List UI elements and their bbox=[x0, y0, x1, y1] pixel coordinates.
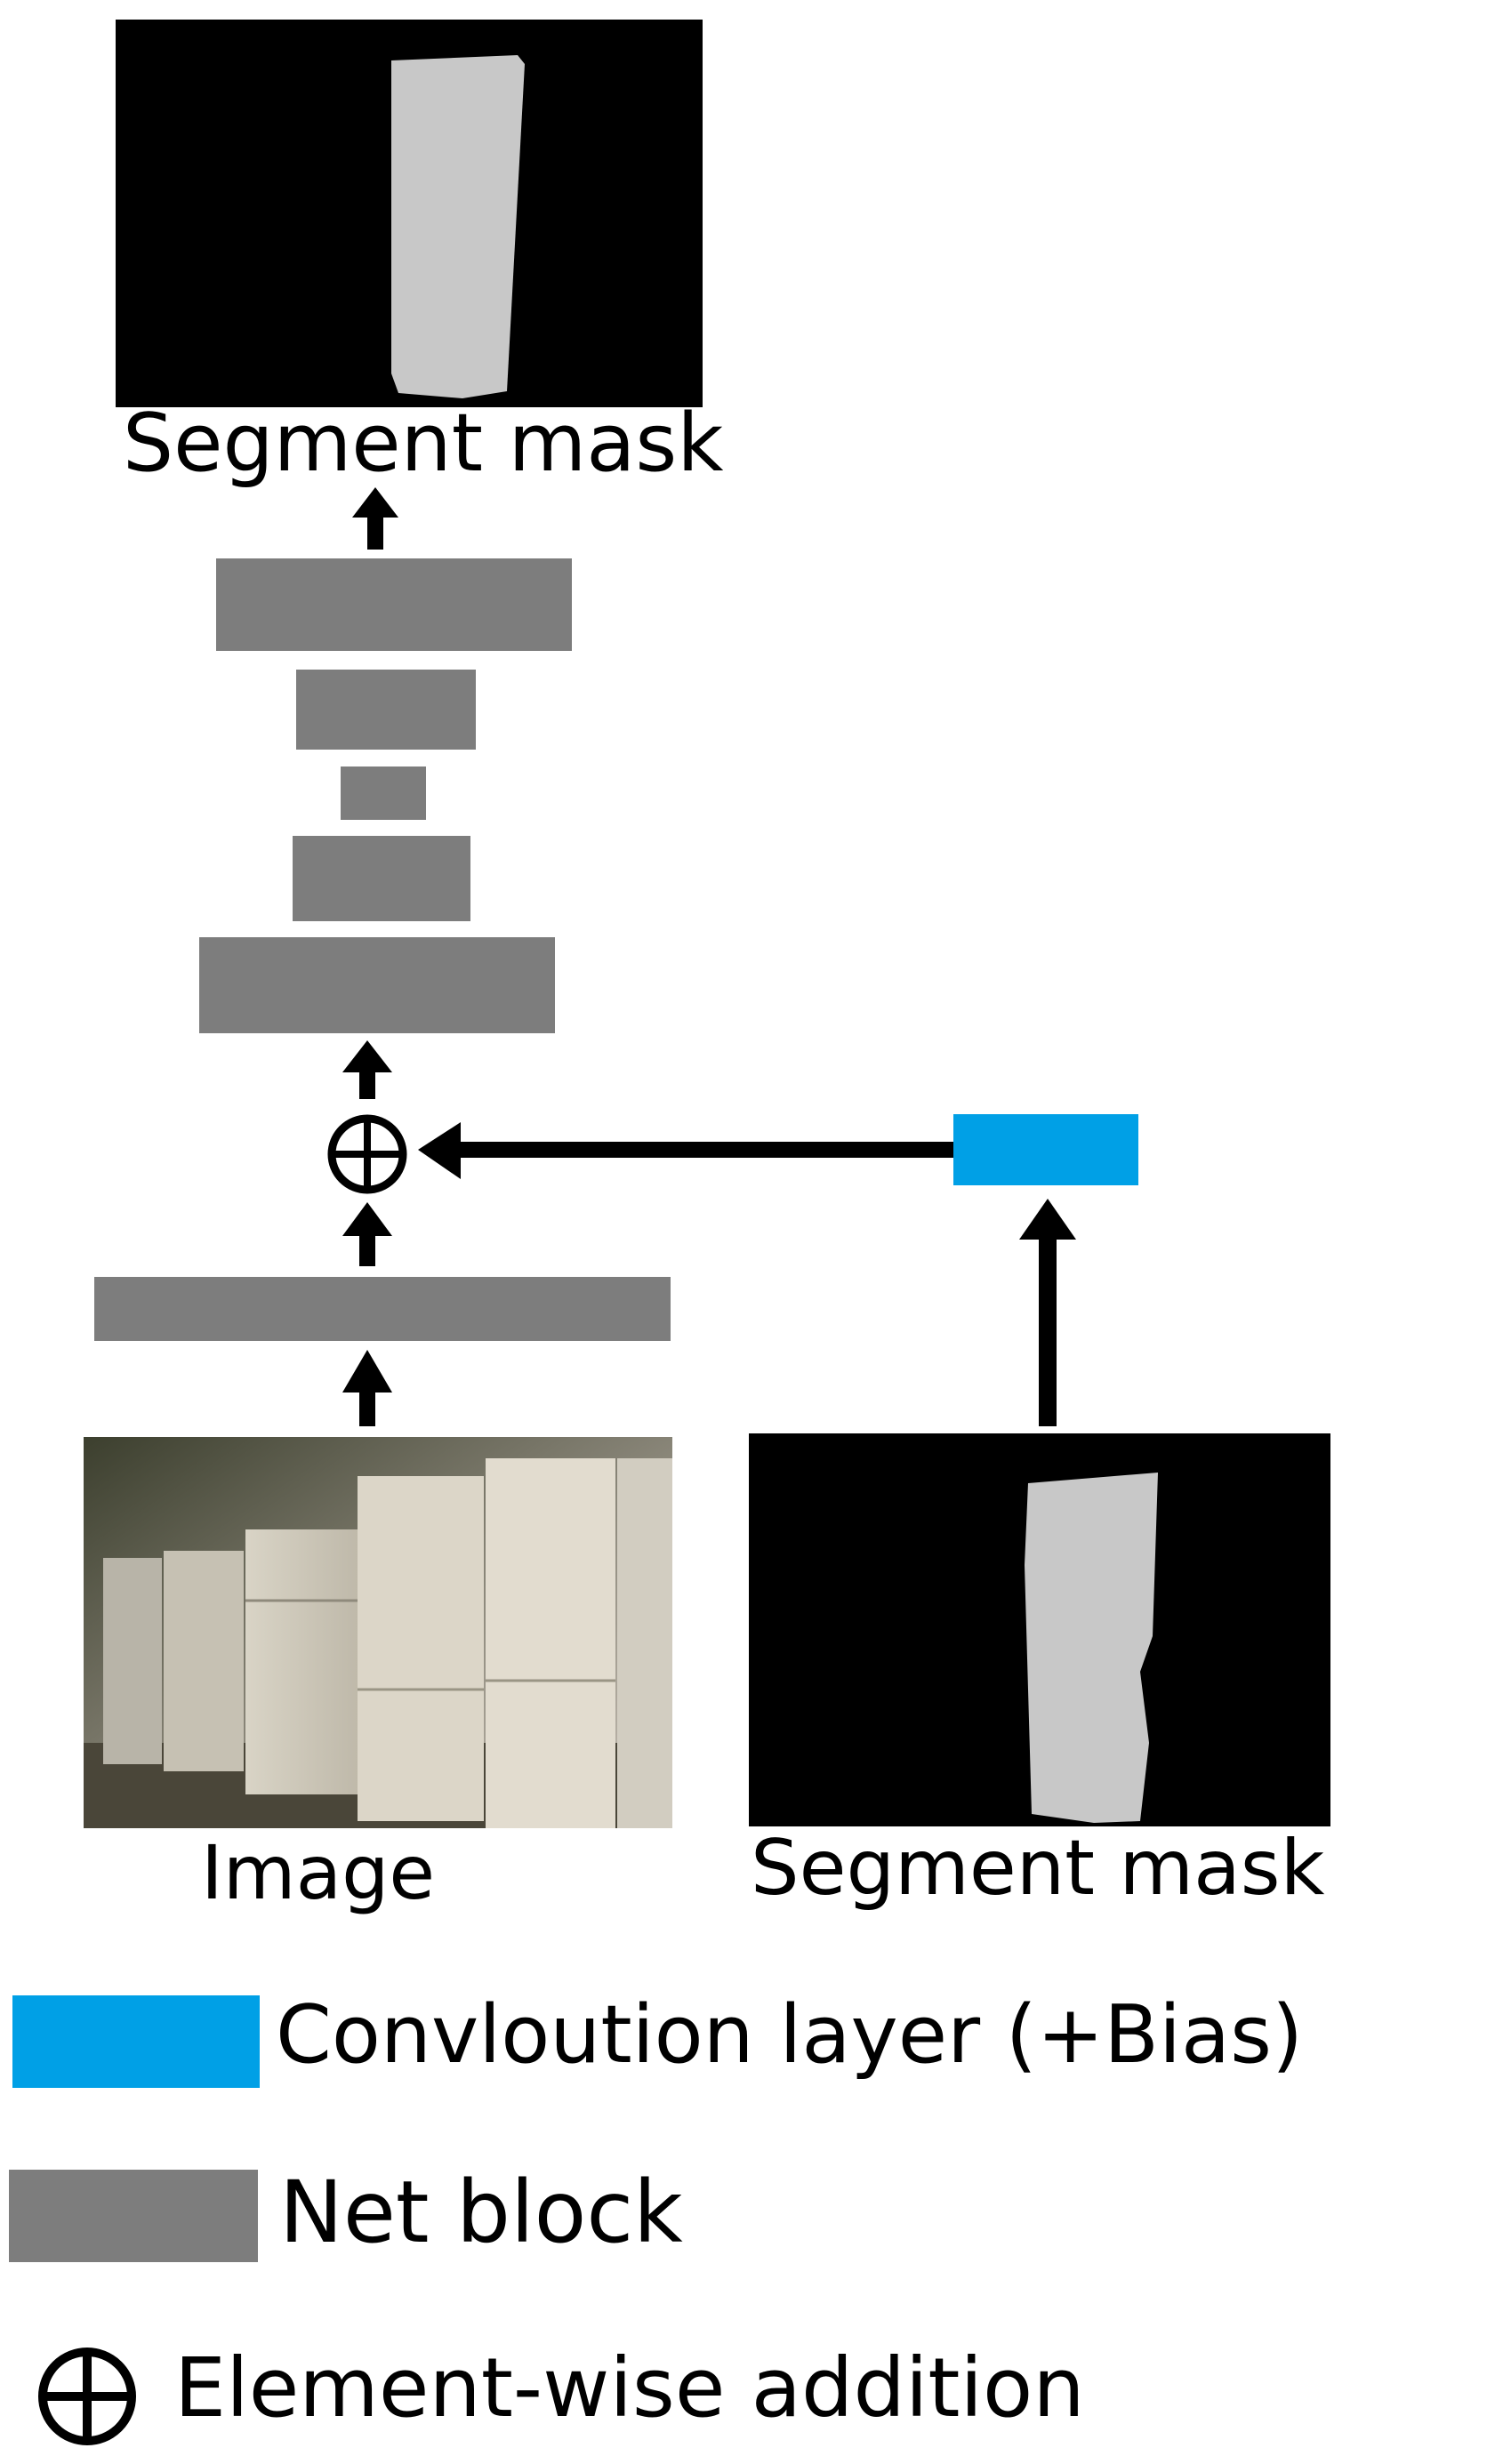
legend-conv-label: Convloution layer (+Bias) bbox=[276, 1988, 1304, 2082]
legend-conv-swatch bbox=[12, 1995, 260, 2088]
legend-net-block-label: Net block bbox=[279, 2163, 683, 2262]
conv-layer-block bbox=[953, 1114, 1138, 1185]
input-mask-label: Segment mask bbox=[751, 1824, 1325, 1913]
legend-addition-icon bbox=[38, 2348, 136, 2445]
net-block-decoder-2 bbox=[296, 670, 476, 750]
net-block-encoder-1 bbox=[199, 937, 555, 1033]
input-segment-mask bbox=[749, 1433, 1330, 1826]
arrow-addition-to-net bbox=[342, 1040, 392, 1099]
addition-node bbox=[327, 1114, 407, 1194]
arrow-conv-to-addition bbox=[418, 1122, 955, 1179]
arrow-net-to-addition bbox=[342, 1202, 392, 1266]
arrow-image-to-net bbox=[342, 1350, 392, 1426]
net-block-decoder-1 bbox=[216, 558, 572, 651]
arrow-to-output bbox=[352, 487, 398, 550]
arrow-mask-to-conv bbox=[1019, 1199, 1076, 1426]
output-mask-label: Segment mask bbox=[123, 397, 724, 490]
output-segment-mask bbox=[116, 20, 703, 407]
legend-net-block-swatch bbox=[9, 2170, 258, 2262]
legend-addition-label: Element-wise addition bbox=[174, 2340, 1085, 2436]
net-block-encoder-2 bbox=[293, 836, 470, 921]
net-block-input bbox=[94, 1277, 671, 1341]
image-label: Image bbox=[201, 1829, 436, 1916]
net-block-bottleneck bbox=[341, 766, 426, 820]
input-image bbox=[84, 1437, 672, 1828]
